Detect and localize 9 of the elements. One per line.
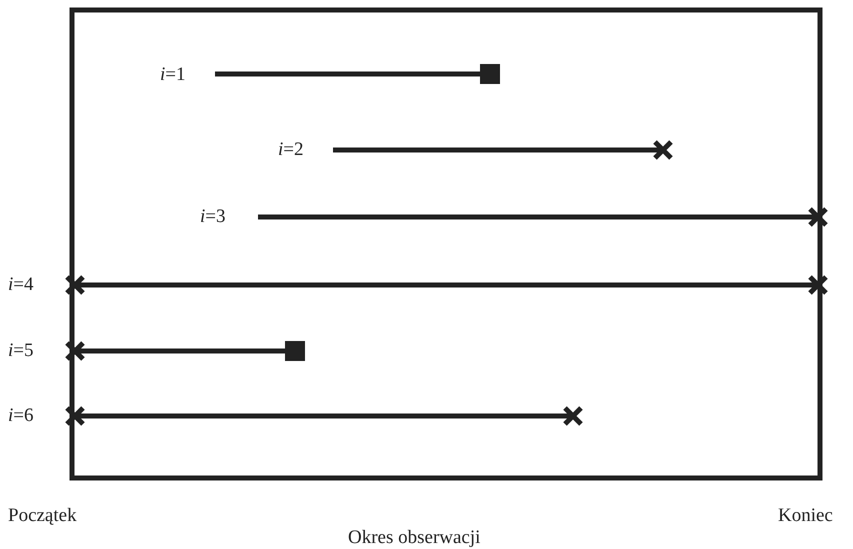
end-label: Koniec xyxy=(778,506,833,525)
axis-caption: Okres obserwacji xyxy=(348,528,480,547)
subject-label: i=1 xyxy=(160,65,186,84)
subject-label: i=6 xyxy=(8,406,34,425)
subject-label: i=5 xyxy=(8,341,34,360)
subject-label: i=3 xyxy=(200,207,226,226)
start-label: Początek xyxy=(8,506,77,525)
subject-label: i=4 xyxy=(8,275,34,294)
subject-label: i=2 xyxy=(278,140,304,159)
